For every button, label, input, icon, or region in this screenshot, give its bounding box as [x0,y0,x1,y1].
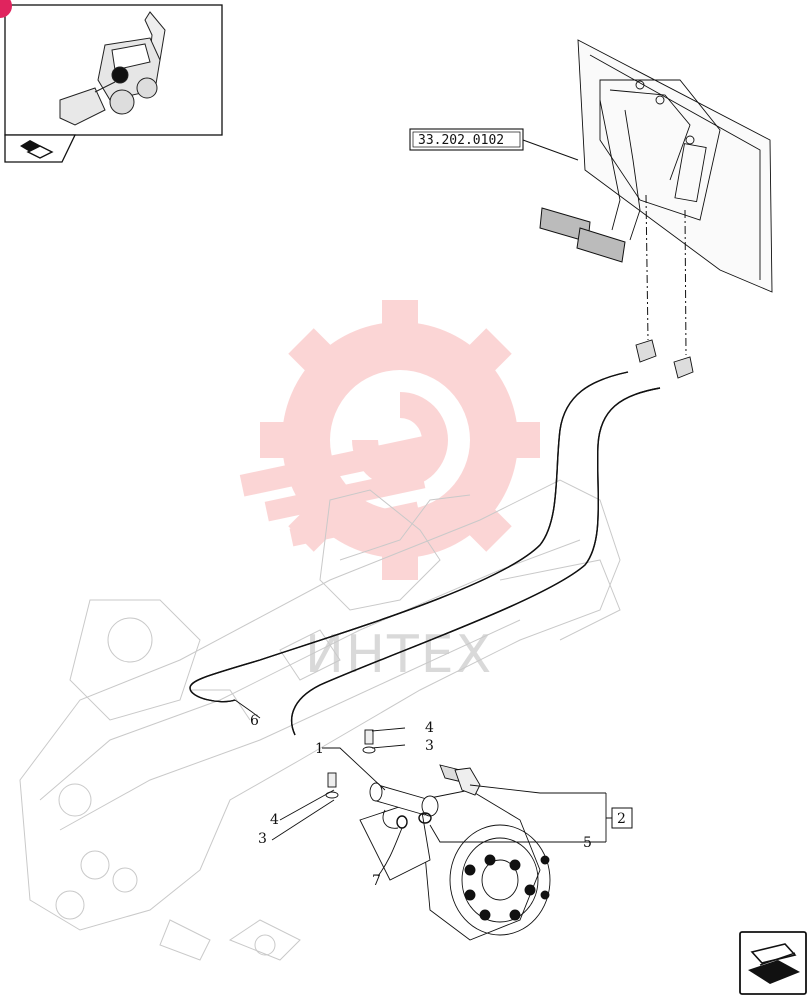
thumbnail-frame[interactable] [0,0,223,163]
callout-2[interactable]: 2 [617,811,626,827]
o-ring[interactable] [418,812,432,824]
watermark-logo [239,300,540,580]
backhoe-loader-thumbnail [59,11,166,126]
callout-bracket-2[interactable] [611,807,633,829]
upper-fittings[interactable] [635,339,694,379]
callout-1[interactable]: 1 [315,741,324,757]
callout-leaders [234,699,612,877]
callout-3-lower[interactable]: 3 [258,831,267,847]
folder-forward-icon[interactable] [739,931,807,995]
callout-5[interactable]: 5 [583,835,592,851]
callout-4-upper[interactable]: 4 [425,720,434,736]
brake-pipe-assembly[interactable] [189,371,661,736]
screw-lower[interactable] [325,772,339,799]
reference-code-box[interactable]: 33.202.0102 [409,128,579,161]
reference-code-text: 33.202.0102 [418,133,504,148]
callout-4-lower[interactable]: 4 [270,812,279,828]
axle-housing [359,789,551,941]
corner-marker-icon [0,0,12,18]
screw-upper[interactable] [362,729,376,754]
callout-3-upper[interactable]: 3 [425,738,434,754]
callout-7[interactable]: 7 [372,873,381,889]
brake-cylinder[interactable] [369,782,439,829]
folder-icon [20,140,54,159]
brake-pedal-bracket[interactable] [577,39,773,293]
callout-6[interactable]: 6 [250,713,259,729]
elbow-fitting[interactable] [439,764,481,796]
brake-pedal-pads[interactable] [539,207,626,263]
